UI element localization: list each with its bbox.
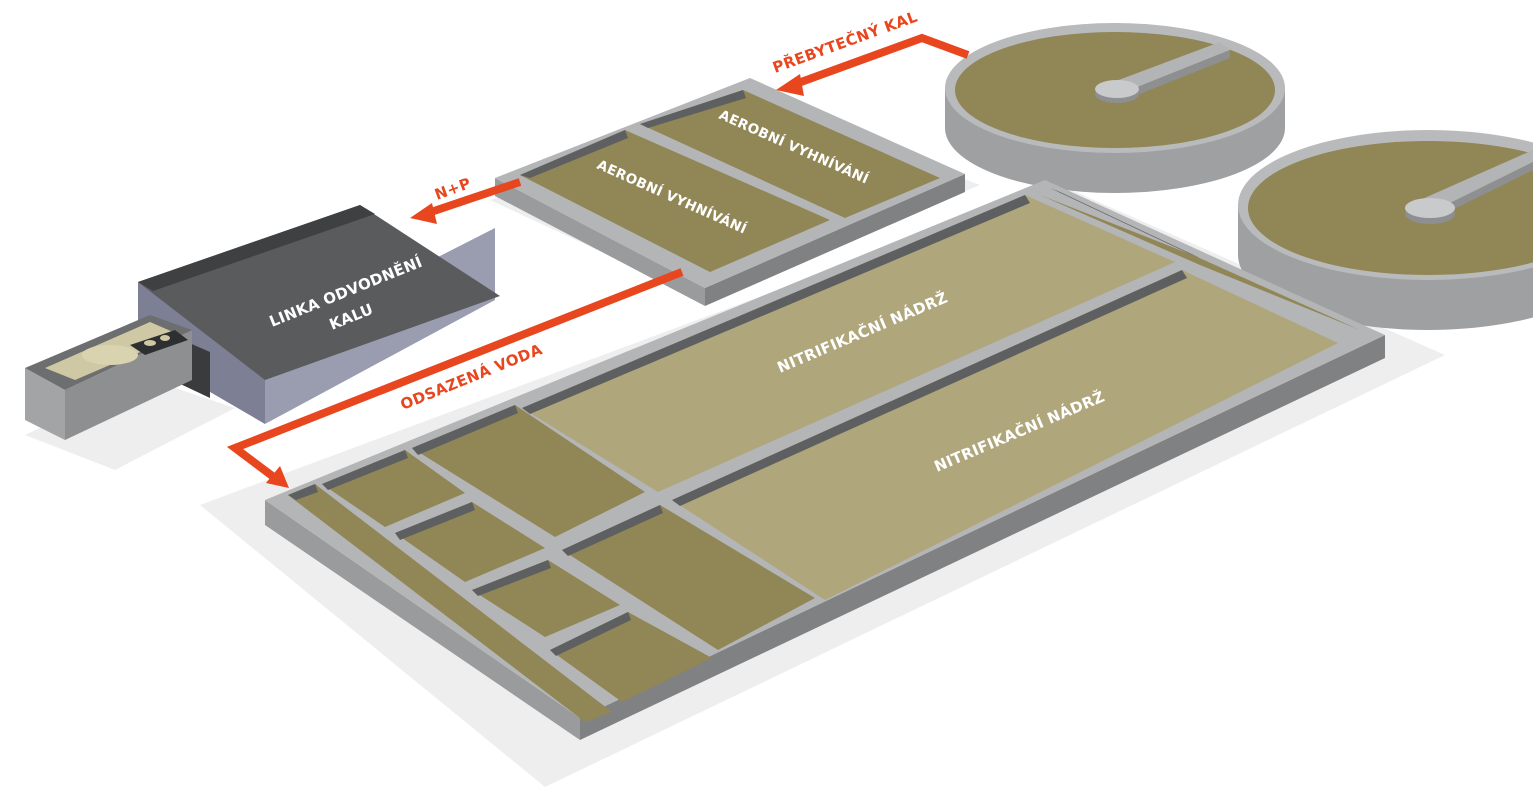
aerobic-digestion-tank (495, 78, 965, 306)
excess-sludge-arrowhead (776, 74, 804, 96)
dewatering-building (138, 205, 500, 424)
clarifier-1 (945, 23, 1285, 193)
main-tank-block (265, 180, 1385, 740)
flow-arrows (226, 33, 970, 482)
separated-water-arrow (226, 268, 684, 482)
separated-water-arrowhead (266, 466, 289, 488)
excess-sludge-arrow (788, 33, 970, 90)
arrow-heads (266, 74, 804, 488)
n-p-arrow (423, 178, 522, 218)
n-p-arrowhead (410, 203, 437, 224)
clarifier-2 (1238, 130, 1533, 330)
sludge-container (25, 315, 192, 440)
